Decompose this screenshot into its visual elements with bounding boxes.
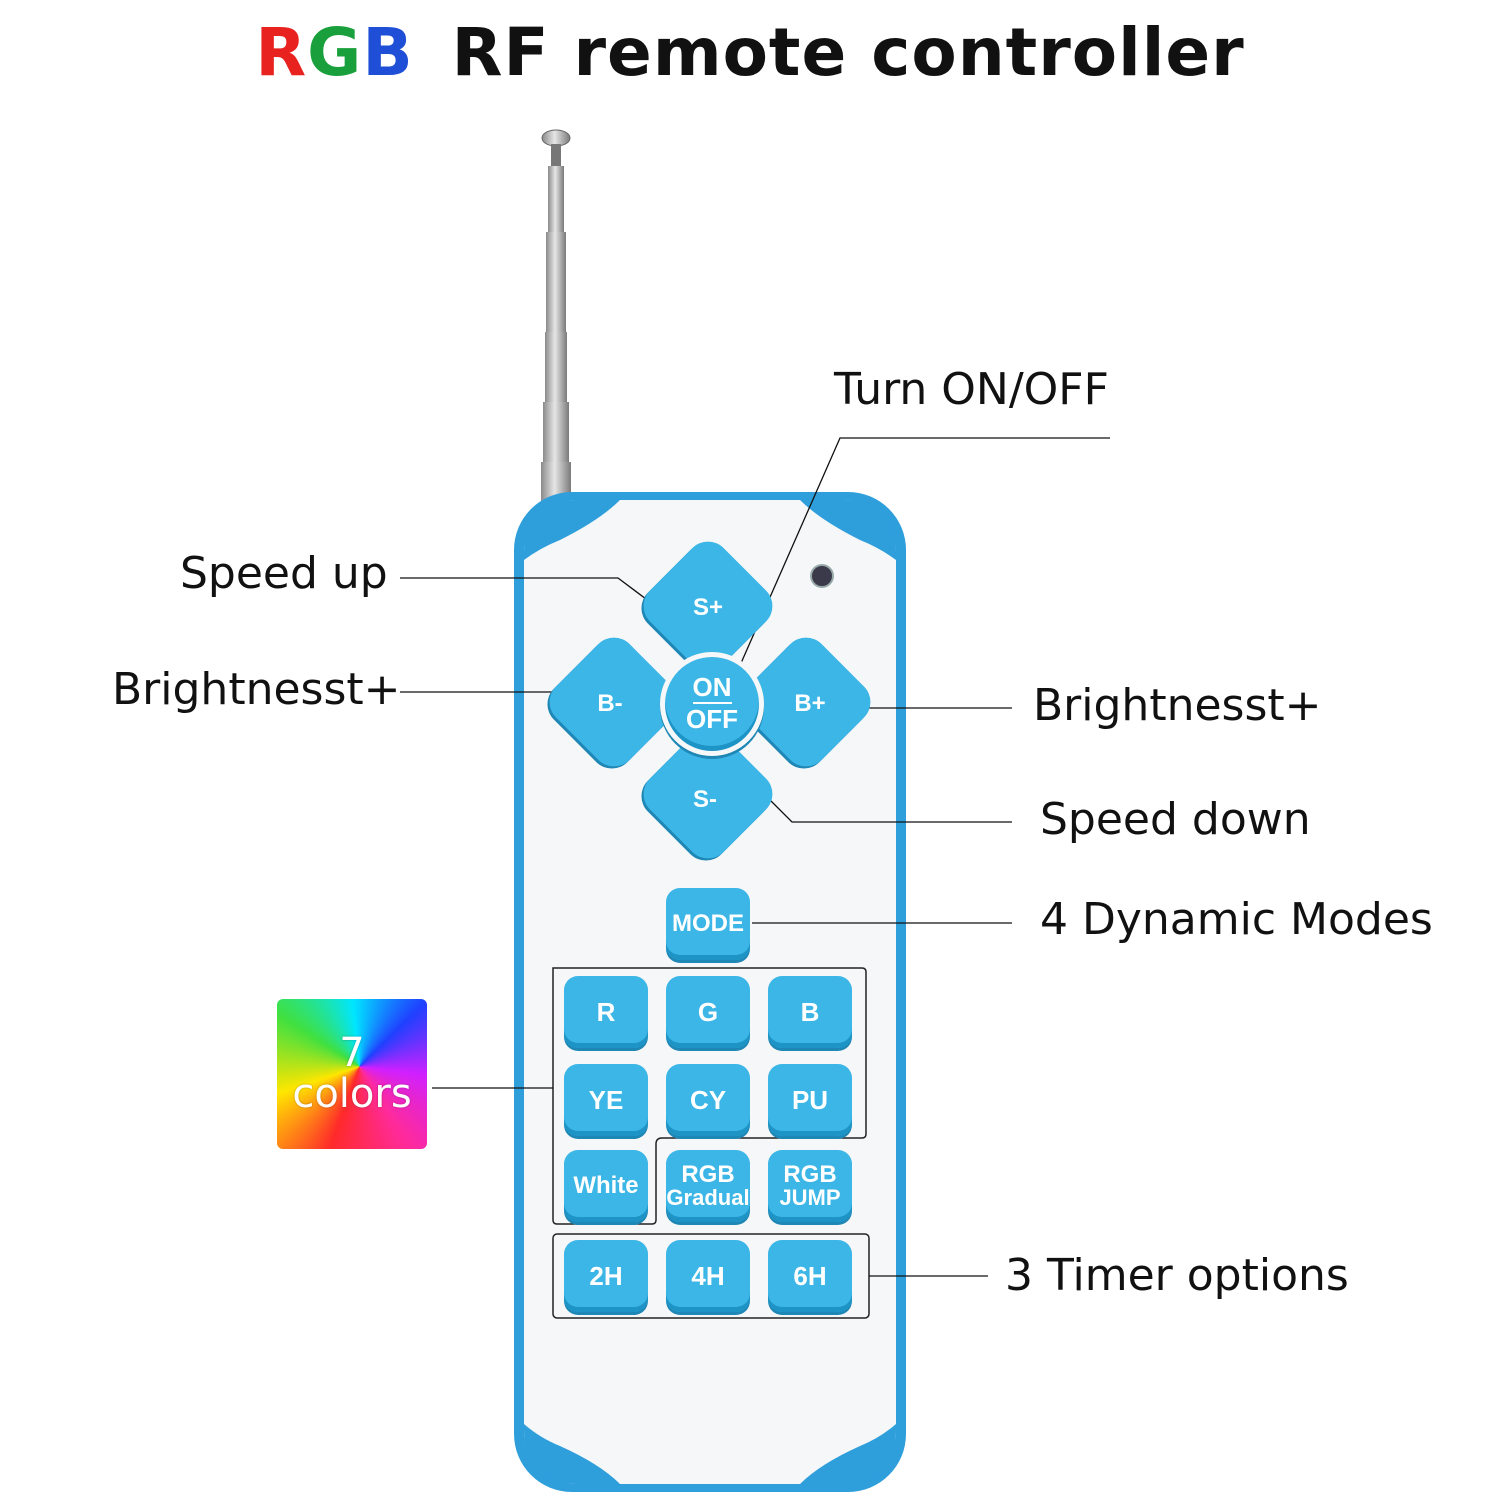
title-letter-b: B <box>362 14 414 91</box>
title-letter-g: G <box>307 14 363 91</box>
rgb-jump-button[interactable]: RGB JUMP <box>768 1150 852 1222</box>
mode-button[interactable]: MODE <box>666 888 750 960</box>
power-button[interactable]: ON OFF <box>660 652 764 756</box>
rgb-jump-line1: RGB <box>783 1161 837 1188</box>
power-off-label: OFF <box>686 703 738 734</box>
yellow-button[interactable]: YE <box>564 1064 648 1136</box>
speed-down-label: S- <box>693 786 717 813</box>
callout-speed-down: Speed down <box>1040 794 1311 845</box>
cyan-button[interactable]: CY <box>666 1064 750 1136</box>
brightness-down-label: B- <box>597 690 623 717</box>
green-button[interactable]: G <box>666 976 750 1048</box>
timer-4h-button[interactable]: 4H <box>666 1240 750 1312</box>
title-letter-r: R <box>255 14 308 91</box>
callout-dynamic-modes: 4 Dynamic Modes <box>1040 894 1433 945</box>
rgb-jump-line2: JUMP <box>779 1185 841 1210</box>
white-button[interactable]: White <box>564 1150 648 1222</box>
badge-number: 7 <box>339 1030 365 1076</box>
purple-button[interactable]: PU <box>768 1064 852 1136</box>
badge-word: colors <box>292 1071 412 1117</box>
title-rest: RF remote controller <box>451 14 1245 91</box>
antenna <box>541 129 571 518</box>
callout-timer-options: 3 Timer options <box>1005 1250 1349 1301</box>
callout-brightness-left: Brightnesst+ <box>112 664 401 715</box>
rgb-gradual-line2: Gradual <box>666 1185 750 1210</box>
leader-lines <box>400 437 1110 1277</box>
red-button[interactable]: R <box>564 976 648 1048</box>
blue-button[interactable]: B <box>768 976 852 1048</box>
timer-6h-button[interactable]: 6H <box>768 1240 852 1312</box>
callout-speed-up: Speed up <box>180 548 388 599</box>
timer-2h-button[interactable]: 2H <box>564 1240 648 1312</box>
power-on-label: ON <box>692 672 732 704</box>
seven-colors-badge: 7 colors <box>277 999 427 1149</box>
callout-brightness-right: Brightnesst+ <box>1033 680 1322 731</box>
speed-up-label: S+ <box>692 594 724 621</box>
rgb-gradual-button[interactable]: RGB Gradual <box>666 1150 750 1222</box>
rgb-gradual-line1: RGB <box>681 1161 735 1188</box>
brightness-up-label: B+ <box>794 690 826 717</box>
page-title: RGB RF remote controller <box>0 14 1500 91</box>
callout-turn-on-off: Turn ON/OFF <box>834 364 1109 415</box>
